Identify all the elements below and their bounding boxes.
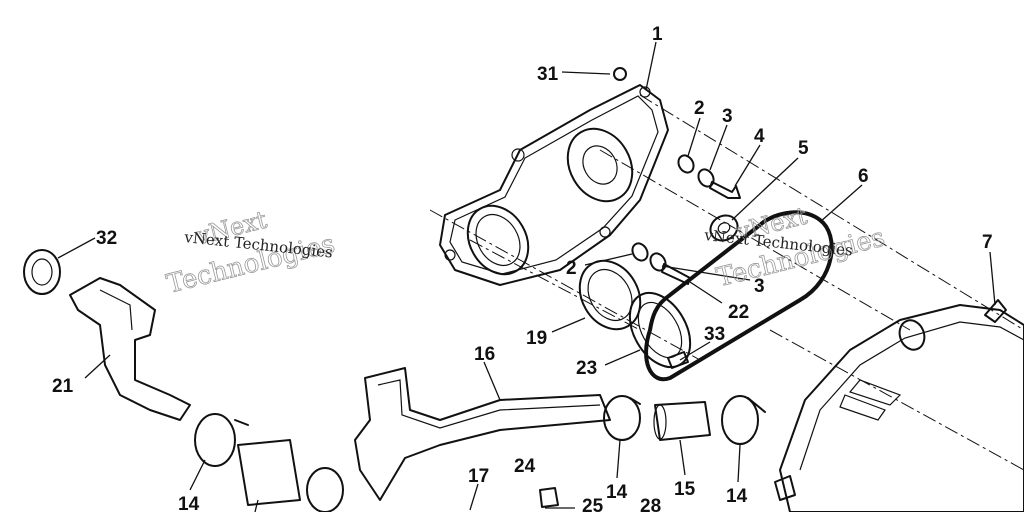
callout-labels: 1 31 2 3 4 5 6 7 32 2 3 22 21 19 33 23 1… — [52, 24, 993, 512]
callout-14-mid: 14 — [606, 482, 628, 503]
hose-clamps-and-sleeves — [194, 395, 766, 512]
callout-2-lower: 2 — [566, 258, 577, 279]
pulley-plate-23 — [628, 292, 692, 368]
callout-19: 19 — [526, 328, 547, 349]
drive-belt — [644, 210, 834, 382]
callout-14-right: 14 — [726, 486, 748, 507]
callout-3-upper: 3 — [722, 106, 733, 127]
leader-lines — [57, 41, 996, 512]
seal-32 — [23, 249, 61, 295]
callout-24: 24 — [514, 456, 536, 477]
callout-22: 22 — [728, 302, 749, 323]
callout-21: 21 — [52, 376, 74, 397]
upper-fastener-stack — [677, 154, 741, 242]
callout-31: 31 — [537, 64, 559, 85]
lower-fastener-stack — [631, 242, 691, 285]
callout-2-upper: 2 — [694, 98, 705, 119]
intake-elbow-21 — [69, 277, 191, 421]
inner-cover-plate — [439, 84, 669, 286]
callout-6: 6 — [858, 166, 869, 187]
callout-14-left: 14 — [178, 494, 200, 512]
axis-lines — [429, 94, 1024, 471]
callout-4: 4 — [754, 126, 765, 147]
plug-part-31 — [561, 67, 627, 81]
callout-16: 16 — [474, 344, 495, 365]
callout-15: 15 — [674, 479, 696, 500]
callout-5: 5 — [798, 138, 809, 159]
bolt-33 — [667, 351, 689, 369]
callout-17: 17 — [468, 466, 489, 487]
callout-25: 25 — [582, 496, 604, 512]
small-hardware-24-25-28 — [539, 487, 575, 509]
callout-28: 28 — [640, 496, 661, 512]
outer-cover-7 — [774, 299, 1024, 512]
callout-32: 32 — [96, 228, 117, 249]
callout-1: 1 — [652, 24, 663, 45]
callout-7: 7 — [982, 232, 993, 253]
callout-33: 33 — [704, 324, 725, 345]
air-duct-16 — [354, 367, 611, 501]
callout-3-lower: 3 — [754, 276, 765, 297]
callout-23: 23 — [576, 358, 597, 379]
